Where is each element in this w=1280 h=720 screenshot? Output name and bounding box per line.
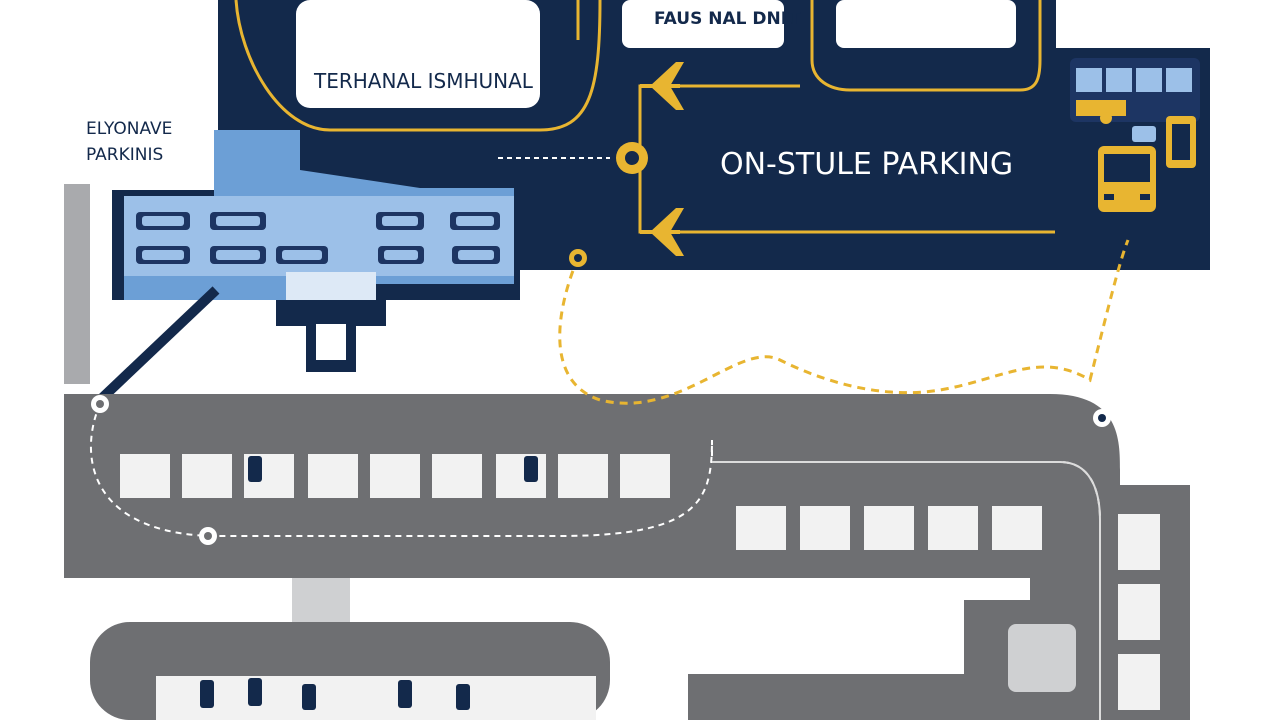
location-pin-icon[interactable] [616, 142, 648, 174]
economy-parking-label-line2: PARKINIS [86, 145, 163, 165]
onsite-parking-label: ON-STULE PARKING [720, 147, 1013, 182]
location-pin-icon[interactable] [569, 249, 587, 267]
location-pin-icon[interactable] [91, 395, 109, 413]
economy-parking-label-line1: ELYONAVE [86, 119, 172, 139]
car-icon [1132, 126, 1156, 142]
car-icon [200, 678, 470, 710]
top-buildings [296, 0, 1280, 108]
car-icon [248, 456, 538, 482]
phone-icon [1166, 116, 1196, 168]
location-pin-icon[interactable] [1093, 409, 1111, 427]
left-access-road [64, 184, 220, 404]
bus-icon[interactable] [1070, 58, 1200, 124]
walking-path [558, 239, 1130, 405]
parking-stalls-row-3 [156, 676, 596, 720]
terminal-label: TERHANAL ISMHUNAL [313, 69, 534, 93]
bus-icon[interactable] [1098, 146, 1156, 212]
bus-unit-label: FAUS NAL DNLT [654, 9, 801, 29]
location-pin-icon[interactable] [199, 527, 217, 545]
parking-stalls-row-2 [736, 506, 1042, 550]
parking-stalls-column [1118, 514, 1160, 710]
airplane-icon [640, 62, 684, 110]
airplane-icon [640, 208, 684, 256]
parking-stalls-row-1 [120, 454, 670, 498]
